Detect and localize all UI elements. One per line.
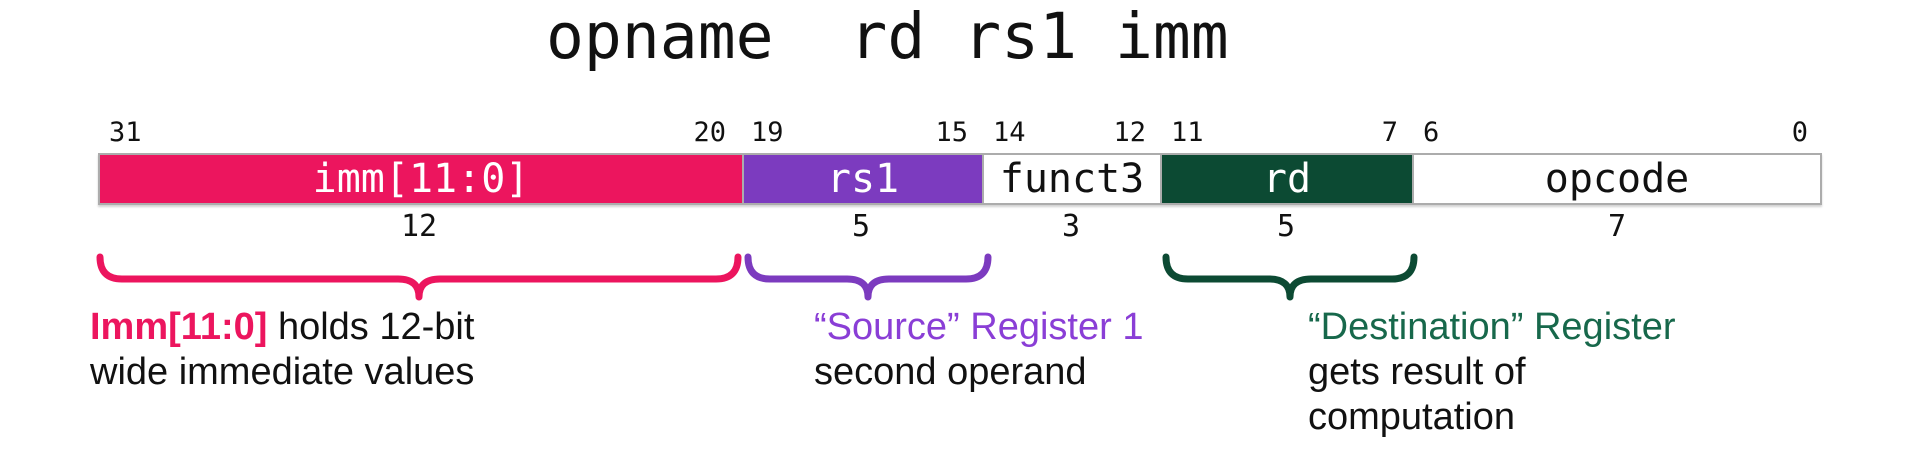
- annotation-rd-line3: computation: [1308, 396, 1516, 438]
- annotation-rd-line1: “Destination” Register: [1308, 306, 1676, 348]
- bit-low-rs1: 15: [935, 117, 968, 148]
- bit-high-funct3: 14: [993, 117, 1026, 148]
- bit-low-funct3: 12: [1113, 117, 1146, 148]
- bit-range-imm: 31 20: [98, 114, 740, 148]
- bits-count-imm: 12: [400, 208, 438, 244]
- annotation-rd: “Destination” Register gets result of co…: [1308, 305, 1868, 440]
- bits-count-rd: 5: [1276, 208, 1296, 244]
- instruction-bar: imm[11:0] rs1 funct3 rd opcode: [98, 153, 1822, 205]
- bit-low-imm: 20: [693, 117, 726, 148]
- bits-count-rs1: 5: [851, 208, 871, 244]
- bits-count-funct3: 3: [1061, 208, 1081, 244]
- annotation-rs1: “Source” Register 1 second operand: [814, 305, 1304, 395]
- field-rs1: rs1: [742, 155, 982, 203]
- bit-range-opcode: 6 0: [1412, 114, 1822, 148]
- bit-range-funct3: 14 12: [982, 114, 1160, 148]
- field-rd: rd: [1160, 155, 1412, 203]
- annotation-imm-rest: holds 12-bit: [267, 306, 475, 348]
- bit-high-rd: 11: [1171, 117, 1204, 148]
- bit-low-rd: 7: [1381, 117, 1398, 148]
- brace-rs1: [744, 253, 992, 301]
- brace-rd: [1162, 253, 1418, 301]
- field-imm: imm[11:0]: [100, 155, 742, 203]
- annotation-imm: Imm[11:0] holds 12-bit wide immediate va…: [90, 305, 730, 395]
- annotation-rd-line2: gets result of: [1308, 351, 1526, 393]
- field-opcode: opcode: [1412, 155, 1820, 203]
- bit-range-rd: 11 7: [1160, 114, 1412, 148]
- annotation-rs1-line2: second operand: [814, 351, 1087, 393]
- bits-count-opcode: 7: [1607, 208, 1627, 244]
- annotation-imm-line2: wide immediate values: [90, 351, 475, 393]
- bit-high-imm: 31: [109, 117, 142, 148]
- bit-low-opcode: 0: [1791, 117, 1808, 148]
- page-title: opname rd rs1 imm: [546, 0, 1229, 73]
- brace-imm: [96, 253, 742, 301]
- annotation-imm-highlight: Imm[11:0]: [90, 306, 268, 348]
- bit-high-rs1: 19: [751, 117, 784, 148]
- annotation-rs1-line1: “Source” Register 1: [814, 306, 1144, 348]
- annotation-imm-line1: Imm[11:0] holds 12-bit: [90, 305, 730, 350]
- field-funct3: funct3: [982, 155, 1160, 203]
- bit-range-rs1: 19 15: [740, 114, 982, 148]
- bit-high-opcode: 6: [1423, 117, 1440, 148]
